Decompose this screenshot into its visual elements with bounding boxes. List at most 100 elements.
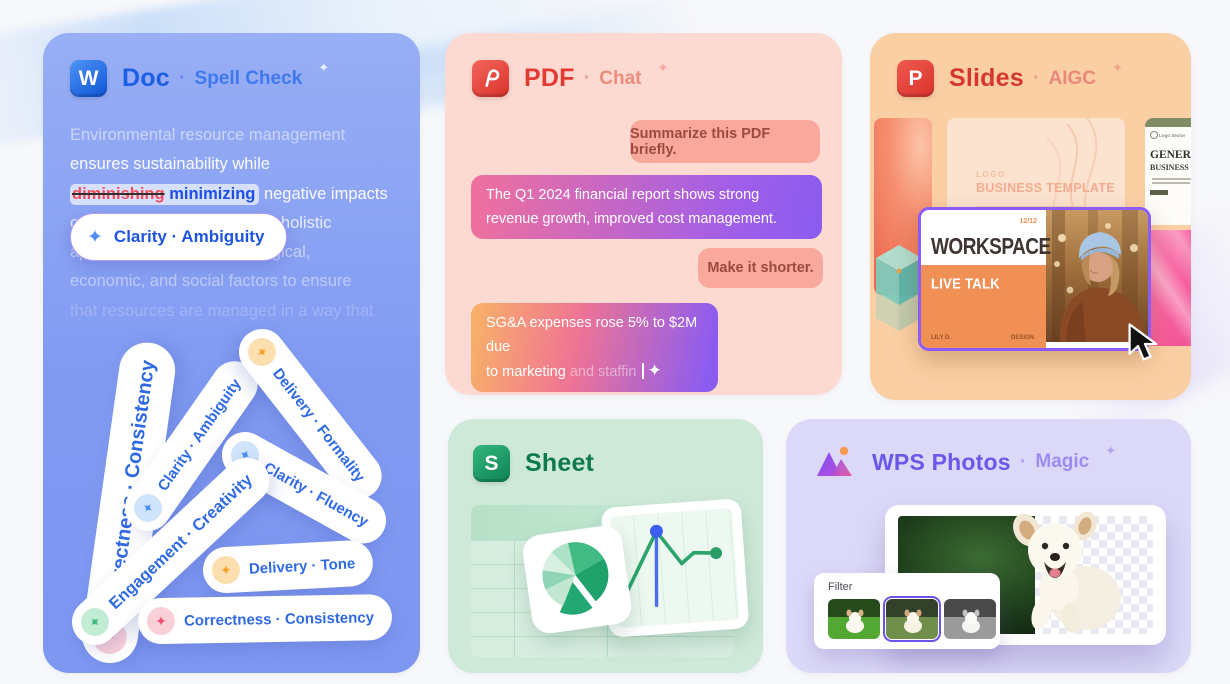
- typing-line2: to marketing: [486, 364, 570, 380]
- pdf-loop-glyph: [485, 69, 500, 87]
- tag-correctness-consistency-2: ✦ Correctness · Consistency: [137, 593, 393, 645]
- slide-photo-woman: [1046, 210, 1148, 342]
- slide-category: DESIGN: [1010, 335, 1034, 341]
- slide-text-pane: 12/12 WORKSPACE LIVE TALK LILY D. DESIGN: [921, 210, 1051, 348]
- cube-3d-decoration: [876, 245, 922, 331]
- slide-page-number: 12/12: [1019, 218, 1037, 225]
- sparkle-icon: ✦: [657, 59, 669, 75]
- sheet-header: S Sheet: [473, 445, 594, 482]
- slides-icon-letter: P: [908, 66, 923, 90]
- doc-slide-text-line: [1152, 182, 1190, 184]
- template-title-text: BUSINESS TEMPLATE: [976, 181, 1115, 195]
- dog-photo-subject: [1013, 511, 1121, 633]
- separator-dot: ·: [1032, 67, 1040, 89]
- separator-dot: ·: [178, 67, 186, 89]
- slide-title: WORKSPACE: [931, 234, 1051, 260]
- chat-text: Make it shorter.: [707, 260, 814, 276]
- filter-label: Filter: [828, 581, 853, 593]
- doc-subtitle: Spell Check: [194, 67, 303, 89]
- slides-header: P Slides · AIGC ✦: [897, 60, 1123, 97]
- replacement-word: minimizing: [169, 184, 256, 203]
- sheet-app-icon: S: [473, 445, 510, 482]
- doc-line: ensures sustainability while: [70, 155, 270, 174]
- sparkle-icon: ✦: [87, 226, 103, 248]
- typing-faded: and staffin: [569, 364, 637, 380]
- pdf-title: PDF: [524, 64, 575, 92]
- chat-text: SG&A expenses rose 5% to $2M due to mark…: [486, 311, 703, 384]
- filter-panel: Filter: [814, 573, 1000, 649]
- pie-chart-card: [520, 523, 634, 636]
- doc-spell-check-card[interactable]: W Doc · Spell Check ✦ Environmental reso…: [43, 33, 420, 673]
- active-slide-workspace[interactable]: 12/12 WORKSPACE LIVE TALK LILY D. DESIGN: [918, 207, 1151, 351]
- image-shine: [1145, 230, 1191, 346]
- separator-dot: ·: [1019, 450, 1027, 473]
- slide-subtitle: LIVE TALK: [931, 274, 1000, 293]
- deleted-word: diminishing: [72, 184, 165, 203]
- sparkle-icon: ✦: [318, 59, 330, 75]
- sparkle-icon: ✦: [211, 555, 241, 585]
- tag-label: Correctness · Consistency: [183, 608, 375, 630]
- doc-line: that resources are managed in a way that: [70, 301, 374, 320]
- chat-text: The Q1 2024 financial report shows stron…: [486, 187, 777, 227]
- slide-subtitle-area: LIVE TALK LILY D. DESIGN: [921, 265, 1046, 348]
- tag-delivery-tone: ✦ Delivery · Tone: [201, 539, 375, 595]
- filter-option-vivid[interactable]: [828, 599, 880, 639]
- sparkle-icon: ✦: [128, 488, 168, 528]
- slides-app-icon: P: [897, 60, 934, 97]
- tag-label: Delivery · Tone: [248, 554, 356, 578]
- wps-ai-logo-icon: [817, 446, 852, 476]
- separator-dot: ·: [583, 67, 591, 89]
- chat-text: Summarize this PDF briefly.: [630, 125, 771, 158]
- slides-subtitle: AIGC: [1048, 67, 1097, 89]
- filter-option-original[interactable]: [883, 596, 941, 642]
- sparkle-icon: ✦: [647, 361, 662, 380]
- doc-line-rest: negative impacts: [259, 184, 388, 203]
- filter-option-grayscale[interactable]: [944, 599, 996, 639]
- doc-header: W Doc · Spell Check ✦: [70, 60, 329, 97]
- slides-title: Slides: [949, 64, 1024, 92]
- doc-title: Doc: [122, 64, 170, 92]
- suggestion-label: Clarity · Ambiguity: [113, 227, 265, 246]
- sheet-card[interactable]: S Sheet: [448, 419, 763, 673]
- text-cursor: [642, 363, 645, 379]
- wps-photos-card[interactable]: WPS Photos · Magic ✦ Filter: [786, 419, 1191, 673]
- chat-bubble-user-2: Make it shorter.: [698, 248, 823, 288]
- slides-aigc-card[interactable]: P Slides · AIGC ✦ LOGO BUSINESS TEMPLATE…: [870, 33, 1191, 400]
- logo-ring-icon: [1150, 131, 1158, 139]
- sparkle-icon: ✦: [146, 606, 176, 636]
- pdf-chat-card[interactable]: PDF · Chat ✦ Summarize this PDF briefly.…: [445, 33, 842, 395]
- pie-chart-graphic: [542, 542, 609, 615]
- slide-thumbnail-pink-image[interactable]: [1145, 230, 1191, 346]
- doc-slide-title1: GENERAL: [1150, 149, 1191, 161]
- sheet-title: Sheet: [525, 449, 595, 477]
- clarity-suggestion-pill: ✦ Clarity · Ambiguity: [70, 213, 288, 261]
- sparkle-icon: ✦: [242, 332, 282, 372]
- doc-line: Environmental resource management: [70, 126, 346, 144]
- doc-app-icon: W: [70, 60, 107, 97]
- sheet-icon-letter: S: [484, 451, 499, 475]
- chat-bubble-user-1: Summarize this PDF briefly.: [630, 120, 820, 163]
- sparkle-icon: ✦: [75, 602, 115, 642]
- slide-author: LILY D.: [931, 335, 952, 341]
- pdf-header: PDF · Chat ✦: [472, 60, 668, 97]
- doc-slide-text-line: [1152, 178, 1191, 180]
- doc-line-correction: diminishing minimizing negative impacts: [70, 180, 406, 209]
- doc-slide-badge: [1150, 190, 1168, 195]
- chat-bubble-ai-1: The Q1 2024 financial report shows stron…: [471, 175, 822, 239]
- slide-thumbnail-document[interactable]: Logo Sector GENERAL BUSINESS P: [1145, 118, 1191, 225]
- sparkle-icon: ✦: [1105, 443, 1117, 458]
- sparkle-icon: ✦: [1112, 59, 1123, 75]
- doc-icon-letter: W: [78, 66, 99, 90]
- slide-title-area: 12/12 WORKSPACE: [921, 210, 1051, 265]
- doc-slide-brand: Logo Sector: [1159, 133, 1186, 138]
- pdf-subtitle: Chat: [599, 67, 642, 89]
- typing-line1: SG&A expenses rose 5% to $2M due: [486, 315, 698, 355]
- doc-slide-title2: BUSINESS P: [1150, 163, 1191, 172]
- template-logo-text: LOGO: [976, 170, 1006, 179]
- chat-bubble-ai-2: SG&A expenses rose 5% to $2M due to mark…: [471, 303, 718, 392]
- doc-line: economic, and social factors to ensure: [70, 272, 352, 291]
- doc-slide-header-bar: [1145, 118, 1191, 127]
- photos-header: WPS Photos · Magic ✦: [813, 443, 1117, 479]
- photos-subtitle: Magic: [1035, 451, 1090, 472]
- pdf-app-icon: [472, 60, 509, 97]
